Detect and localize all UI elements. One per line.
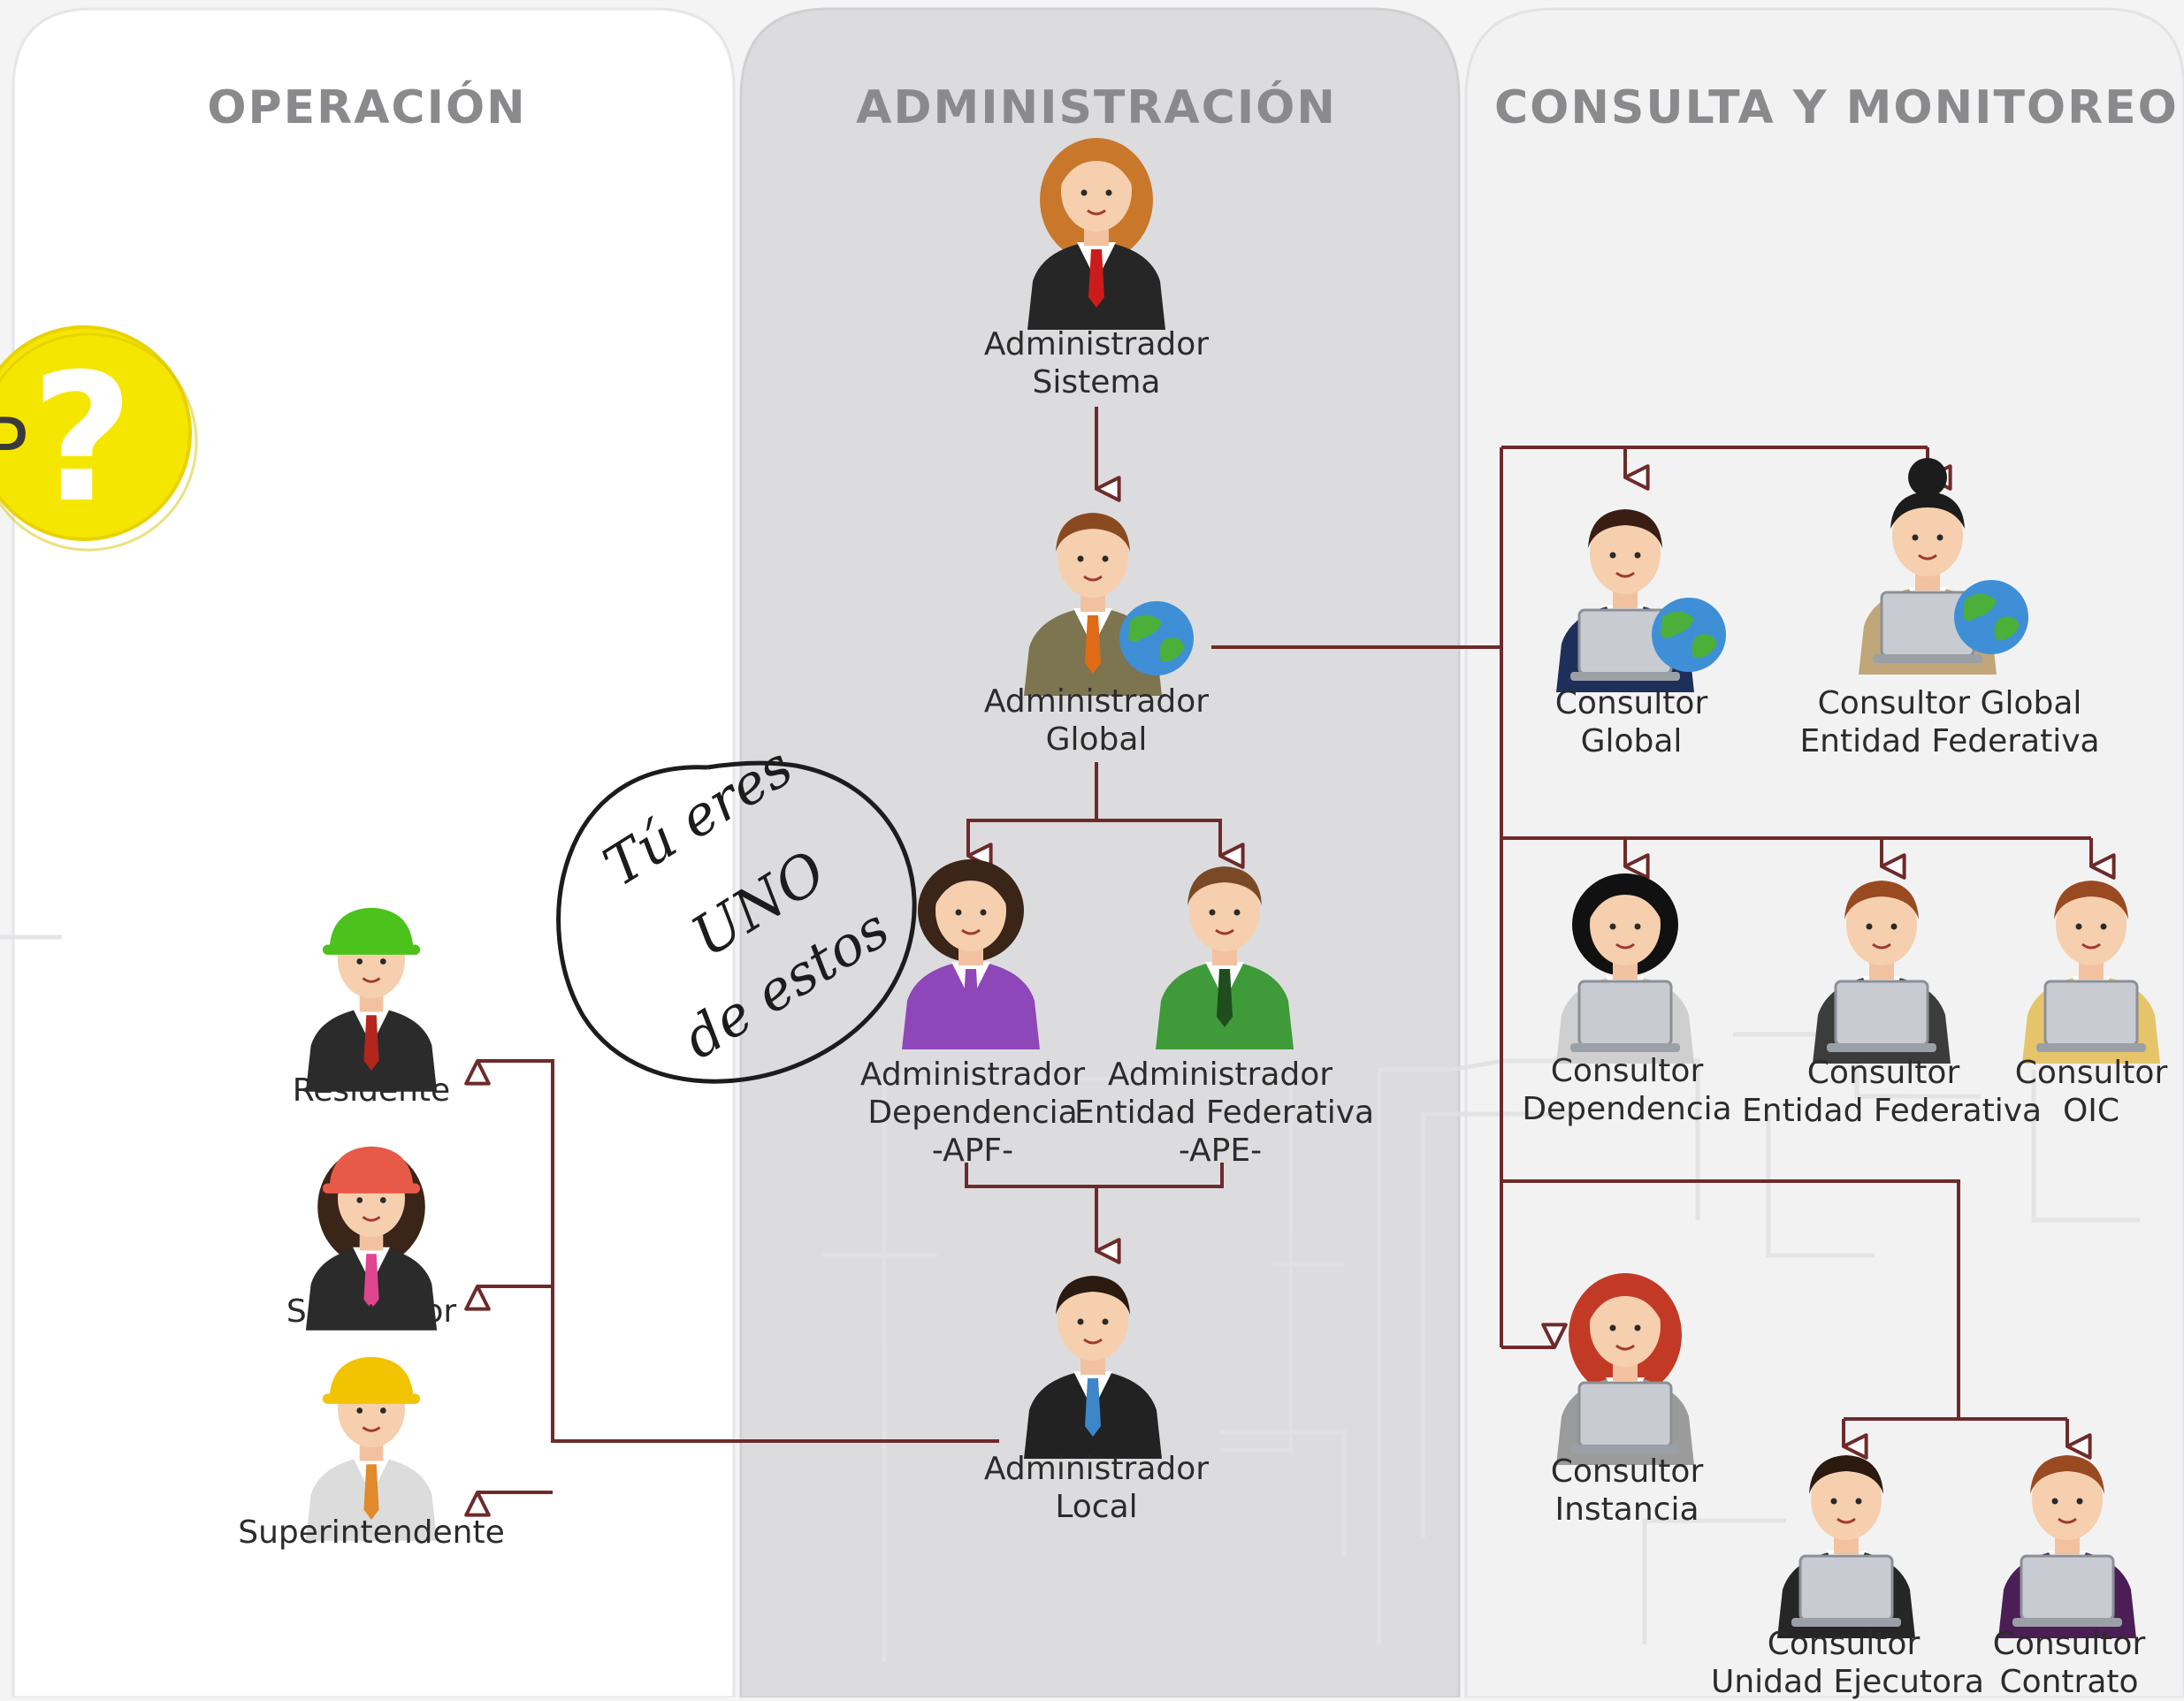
connectors (464, 407, 2116, 1517)
superintendente-avatar (305, 1356, 438, 1541)
consultor-dependencia-avatar (1556, 873, 1694, 1064)
consultor-oic-avatar (2022, 881, 2160, 1064)
globe-icon (1954, 580, 2028, 654)
admin-dependencia-avatar (902, 859, 1040, 1049)
consultor-contrato-avatar (1998, 1455, 2136, 1638)
residente-avatar (305, 907, 438, 1092)
help-badge-shadow (0, 332, 198, 552)
help-badge[interactable] (0, 325, 198, 552)
label-admin-local: Administrador Local (983, 1451, 1210, 1525)
consultor-entidad-avatar (1813, 881, 1951, 1064)
label-admin-entidad: Administrador Entidad Federativa -APE- (1074, 1056, 1375, 1169)
callout-circle (556, 760, 917, 1084)
help-badge-mark[interactable]: ? (31, 336, 134, 542)
connector-merge-local (965, 1163, 1224, 1188)
label-consultor-oic: Consultor OIC (2014, 1055, 2168, 1129)
connector-global-entidad (1096, 819, 1245, 869)
label-supervisor: Supervisor (286, 1293, 457, 1330)
column-title-administracion: ADMINISTRACIÓN (856, 81, 1337, 134)
background-circuit (0, 934, 2140, 1662)
label-admin-sistema: Administrador Sistema (983, 326, 1210, 400)
avatars (305, 138, 2160, 1638)
consultor-instancia-avatar (1556, 1273, 1694, 1465)
label-consultor-entidad: Consultor Entidad Federativa (1742, 1055, 2043, 1129)
label-consultor-global-entidad: Consultor Global Entidad Federativa (1799, 685, 2100, 759)
consultor-global-entidad-avatar (1859, 458, 2028, 675)
admin-global-avatar (1024, 513, 1194, 696)
connector-local-operacion (464, 1059, 999, 1443)
label-superintendente: Superintendente (238, 1514, 505, 1551)
column-title-operacion: OPERACIÓN (207, 81, 527, 134)
admin-sistema-avatar (1027, 138, 1165, 330)
connector-global-split (966, 762, 1098, 869)
globe-icon (1119, 601, 1194, 675)
connector-row-lower (1501, 1179, 1960, 1419)
globe-icon (1652, 598, 1726, 672)
panel-consulta (1464, 7, 2184, 1697)
label-admin-dependencia: Administrador Dependencia -APF- (859, 1056, 1086, 1169)
label-admin-global: Administrador Global (983, 683, 1210, 758)
supervisor-avatar (305, 1146, 438, 1331)
label-consultor-unidad: Consultor Unidad Ejecutora (1711, 1626, 1984, 1700)
label-consultor-instancia: Consultor Instancia (1550, 1453, 1704, 1528)
label-consultor-dependencia: Consultor Dependencia (1522, 1053, 1732, 1127)
consultor-unidad-avatar (1777, 1455, 1915, 1638)
help-badge-circle[interactable] (0, 325, 192, 541)
admin-entidad-avatar (1156, 866, 1294, 1049)
column-title-consulta: CONSULTA Y MONITOREO (1494, 81, 2179, 134)
panel-administracion (739, 7, 1461, 1697)
label-residente: Residente (292, 1072, 451, 1109)
column-panels (11, 7, 2184, 1697)
admin-local-avatar (1024, 1276, 1162, 1459)
label-consultor-global: Consultor Global (1554, 685, 1708, 759)
help-badge-prefix: P (0, 402, 28, 491)
consultor-global-avatar (1556, 509, 1726, 692)
label-consultor-contrato: Consultor Contrato (1992, 1626, 2146, 1700)
